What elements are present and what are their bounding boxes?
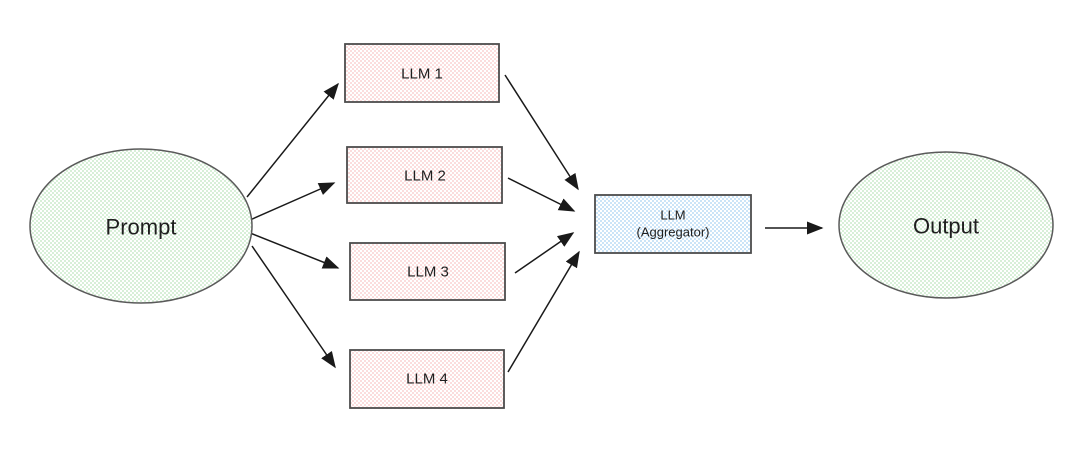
node-prompt: Prompt — [29, 148, 253, 304]
node-llm3: LLM 3 — [349, 242, 506, 301]
node-llm4-shape — [349, 349, 505, 409]
node-aggregator: LLM (Aggregator) — [594, 194, 752, 254]
node-output-label: Output — [913, 214, 979, 239]
edge-prompt-llm3 — [249, 232, 340, 269]
edge-llm3-aggregator — [514, 232, 575, 274]
edges-layer — [246, 74, 824, 373]
node-llm4: LLM 4 — [349, 349, 505, 409]
node-output-shape — [838, 151, 1054, 299]
node-llm3-shape — [349, 242, 506, 301]
node-llm2-shape — [346, 146, 503, 204]
edge-prompt-llm2 — [249, 182, 336, 221]
edge-llm1-aggregator — [504, 74, 579, 191]
edge-llm4-aggregator — [507, 250, 580, 373]
edge-prompt-llm1 — [246, 82, 339, 198]
node-llm1-label: LLM 1 — [401, 66, 443, 83]
node-aggregator-label-line1: LLM — [660, 208, 685, 223]
edge-llm2-aggregator — [507, 177, 576, 212]
node-llm2: LLM 2 — [346, 146, 503, 204]
node-llm4-label: LLM 4 — [406, 371, 448, 388]
node-prompt-label: Prompt — [106, 215, 177, 240]
node-llm1: LLM 1 — [344, 43, 500, 103]
node-aggregator-label-line2: (Aggregator) — [637, 225, 710, 240]
node-aggregator-shape — [594, 194, 752, 254]
node-output: Output — [838, 151, 1054, 299]
node-llm2-label: LLM 2 — [404, 168, 446, 185]
node-prompt-shape — [29, 148, 253, 304]
edge-prompt-llm4 — [251, 245, 336, 369]
node-llm1-shape — [344, 43, 500, 103]
node-llm3-label: LLM 3 — [407, 264, 449, 281]
